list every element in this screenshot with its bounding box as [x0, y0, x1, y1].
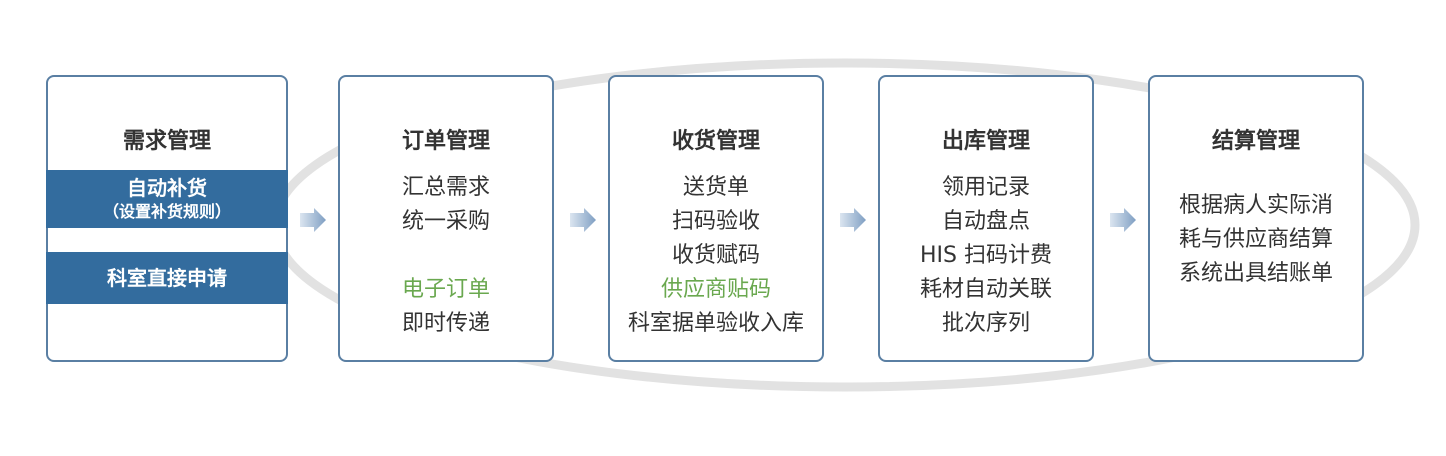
stage-lines: 领用记录 自动盘点 HIS 扫码计费 耗材自动关联 批次序列	[880, 171, 1092, 341]
flow-arrow-2	[570, 208, 596, 232]
stage-line: 科室据单验收入库	[627, 311, 804, 336]
department-request-band: 科室直接申请	[46, 252, 288, 304]
stage-line: 扫码验收	[671, 209, 760, 234]
stage-line: 自动盘点	[941, 209, 1030, 234]
stage-line: 送货单	[682, 175, 749, 200]
stage-line-highlight: 供应商贴码	[660, 277, 771, 302]
stage-title: 结算管理	[1211, 129, 1300, 154]
stage-outbound-management: 出库管理 领用记录 自动盘点 HIS 扫码计费 耗材自动关联 批次序列	[878, 75, 1094, 362]
stage-lines: 汇总需求 统一采购 电子订单 即时传递	[340, 171, 552, 341]
stage-settlement-management: 结算管理 根据病人实际消 耗与供应商结算 系统出具结账单	[1148, 75, 1364, 362]
flow-arrow-1	[300, 208, 326, 232]
stage-demand-management: 需求管理 自动补货 （设置补货规则） 科室直接申请	[46, 75, 288, 362]
stage-title: 需求管理	[122, 129, 211, 154]
stage-line: 即时传递	[401, 311, 490, 336]
flow-arrow-4	[1110, 208, 1136, 232]
stage-line: 收货赋码	[671, 243, 760, 268]
stage-line: 耗材自动关联	[919, 277, 1052, 302]
stage-line-spacer	[340, 239, 552, 273]
stage-line: 耗与供应商结算	[1178, 227, 1333, 252]
stage-line: 汇总需求	[401, 175, 490, 200]
stage-line: 系统出具结账单	[1178, 261, 1333, 286]
stage-lines: 根据病人实际消 耗与供应商结算 系统出具结账单	[1150, 189, 1362, 291]
replenish-rules-label: （设置补货规则）	[102, 202, 231, 221]
flow-arrow-3	[840, 208, 866, 232]
stage-title: 收货管理	[671, 129, 760, 154]
stage-line: 领用记录	[941, 175, 1030, 200]
auto-replenish-label: 自动补货	[127, 176, 207, 200]
stage-line: 批次序列	[941, 311, 1030, 336]
stage-order-management: 订单管理 汇总需求 统一采购 电子订单 即时传递	[338, 75, 554, 362]
stage-title: 出库管理	[941, 129, 1030, 154]
stage-line: 统一采购	[401, 209, 490, 234]
stage-receiving-management: 收货管理 送货单 扫码验收 收货赋码 供应商贴码 科室据单验收入库	[608, 75, 824, 362]
stage-line: HIS 扫码计费	[920, 243, 1052, 268]
stage-title: 订单管理	[401, 129, 490, 154]
stage-line-highlight: 电子订单	[401, 277, 490, 302]
auto-replenish-band: 自动补货 （设置补货规则）	[46, 170, 288, 228]
stage-lines: 送货单 扫码验收 收货赋码 供应商贴码 科室据单验收入库	[610, 171, 822, 341]
stage-line: 根据病人实际消	[1178, 193, 1333, 218]
